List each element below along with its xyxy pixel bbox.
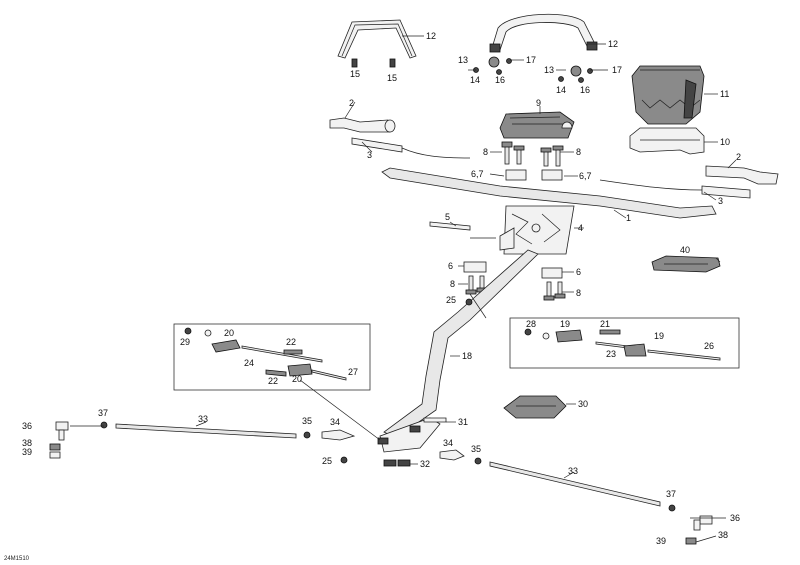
callout-label: 22 <box>286 337 296 347</box>
grip-cover-part <box>499 111 575 139</box>
callout-label: 14 <box>556 85 566 95</box>
callout-label: 33 <box>568 466 578 476</box>
tie-rod-end-part <box>49 421 108 459</box>
callout-label: 38 <box>718 530 728 540</box>
pad-part <box>631 65 705 125</box>
plate-part <box>651 255 721 273</box>
callout-label: 15 <box>387 73 397 83</box>
grip-part <box>329 117 396 133</box>
callout-label: 8 <box>450 279 455 289</box>
cover-part <box>503 395 567 419</box>
pad-part <box>629 127 705 155</box>
detail-box-right <box>509 317 740 369</box>
throttle-cable-part <box>599 179 751 199</box>
callout-label: 29 <box>180 337 190 347</box>
diagram-code: 24M1510 <box>4 556 30 562</box>
callout-label: 36 <box>730 513 740 523</box>
handlebar-part <box>381 167 717 219</box>
callout-label: 10 <box>720 137 730 147</box>
bolt-part <box>465 141 566 301</box>
bolt-part <box>351 58 396 68</box>
grease-point-part <box>465 298 473 306</box>
callout-label: 25 <box>446 295 456 305</box>
clamp-half-part <box>463 169 563 279</box>
callout-label: 26 <box>704 341 714 351</box>
callout-label: 4 <box>578 223 583 233</box>
callout-label: 19 <box>560 319 570 329</box>
handle-loop-part <box>489 13 598 53</box>
callout-label: 30 <box>578 399 588 409</box>
detail-box-left <box>173 323 371 391</box>
callout-label: 8 <box>576 288 581 298</box>
callout-label: 13 <box>458 55 468 65</box>
steering-arm-part <box>377 417 447 467</box>
callout-label: 15 <box>350 69 360 79</box>
ball-joint-part <box>303 429 482 465</box>
leader-lines <box>70 35 737 543</box>
callout-label: 11 <box>720 89 729 99</box>
callout-label: 34 <box>330 417 340 427</box>
callout-label: 16 <box>495 75 505 85</box>
callout-label: 8 <box>576 147 581 157</box>
grip-part <box>705 165 779 185</box>
callout-label: 12 <box>608 39 618 49</box>
callout-label: 6 <box>576 267 581 277</box>
callout-label: 40 <box>680 245 690 255</box>
callout-label: 20 <box>224 328 234 338</box>
callout-label: 2 <box>736 152 741 162</box>
tie-rod-end-part <box>668 504 713 545</box>
callout-label: 39 <box>22 447 32 457</box>
callout-label: 33 <box>198 414 208 424</box>
grease-point-part <box>340 456 348 464</box>
callout-label: 24 <box>244 358 254 368</box>
callout-label: 34 <box>443 438 453 448</box>
throttle-cable-part <box>351 137 471 159</box>
callout-label: 3 <box>718 196 723 206</box>
callout-label: 12 <box>426 31 436 41</box>
callout-label: 19 <box>654 331 664 341</box>
callout-label: 38 <box>22 438 32 448</box>
handle-bracket-part <box>337 19 417 59</box>
callout-label: 16 <box>580 85 590 95</box>
plate-part <box>429 221 471 231</box>
callout-label: 5 <box>445 212 450 222</box>
callout-label: 14 <box>470 75 480 85</box>
callout-label: 9 <box>536 98 541 108</box>
callout-label: 35 <box>471 444 481 454</box>
callout-label: 3 <box>367 150 372 160</box>
callout-label: 6,7 <box>579 171 592 181</box>
callout-label: 1 <box>626 213 631 223</box>
callout-label: 6,7 <box>471 169 484 179</box>
callout-label: 20 <box>292 374 302 384</box>
callout-label: 37 <box>98 408 108 418</box>
callout-label: 21 <box>600 319 610 329</box>
callout-label: 31 <box>458 417 468 427</box>
callout-label: 23 <box>606 349 616 359</box>
callout-label: 27 <box>348 367 358 377</box>
callout-labels: 1 2 2 3 3 4 5 6 6 6,7 6,7 8 8 8 8 9 10 1… <box>22 31 741 546</box>
callout-label: 36 <box>22 421 32 431</box>
callout-label: 17 <box>526 55 536 65</box>
callout-label: 37 <box>666 489 676 499</box>
callout-label: 2 <box>349 98 354 108</box>
callout-label: 13 <box>544 65 554 75</box>
tie-rod-part <box>115 423 661 507</box>
callout-label: 6 <box>448 261 453 271</box>
callout-label: 39 <box>656 536 666 546</box>
callout-label: 18 <box>462 351 472 361</box>
riser-block-part <box>499 205 575 255</box>
callout-label: 32 <box>420 459 430 469</box>
callout-label: 28 <box>526 319 536 329</box>
callout-label: 8 <box>483 147 488 157</box>
callout-label: 35 <box>302 416 312 426</box>
callout-label: 17 <box>612 65 622 75</box>
callout-label: 22 <box>268 376 278 386</box>
callout-label: 25 <box>322 456 332 466</box>
